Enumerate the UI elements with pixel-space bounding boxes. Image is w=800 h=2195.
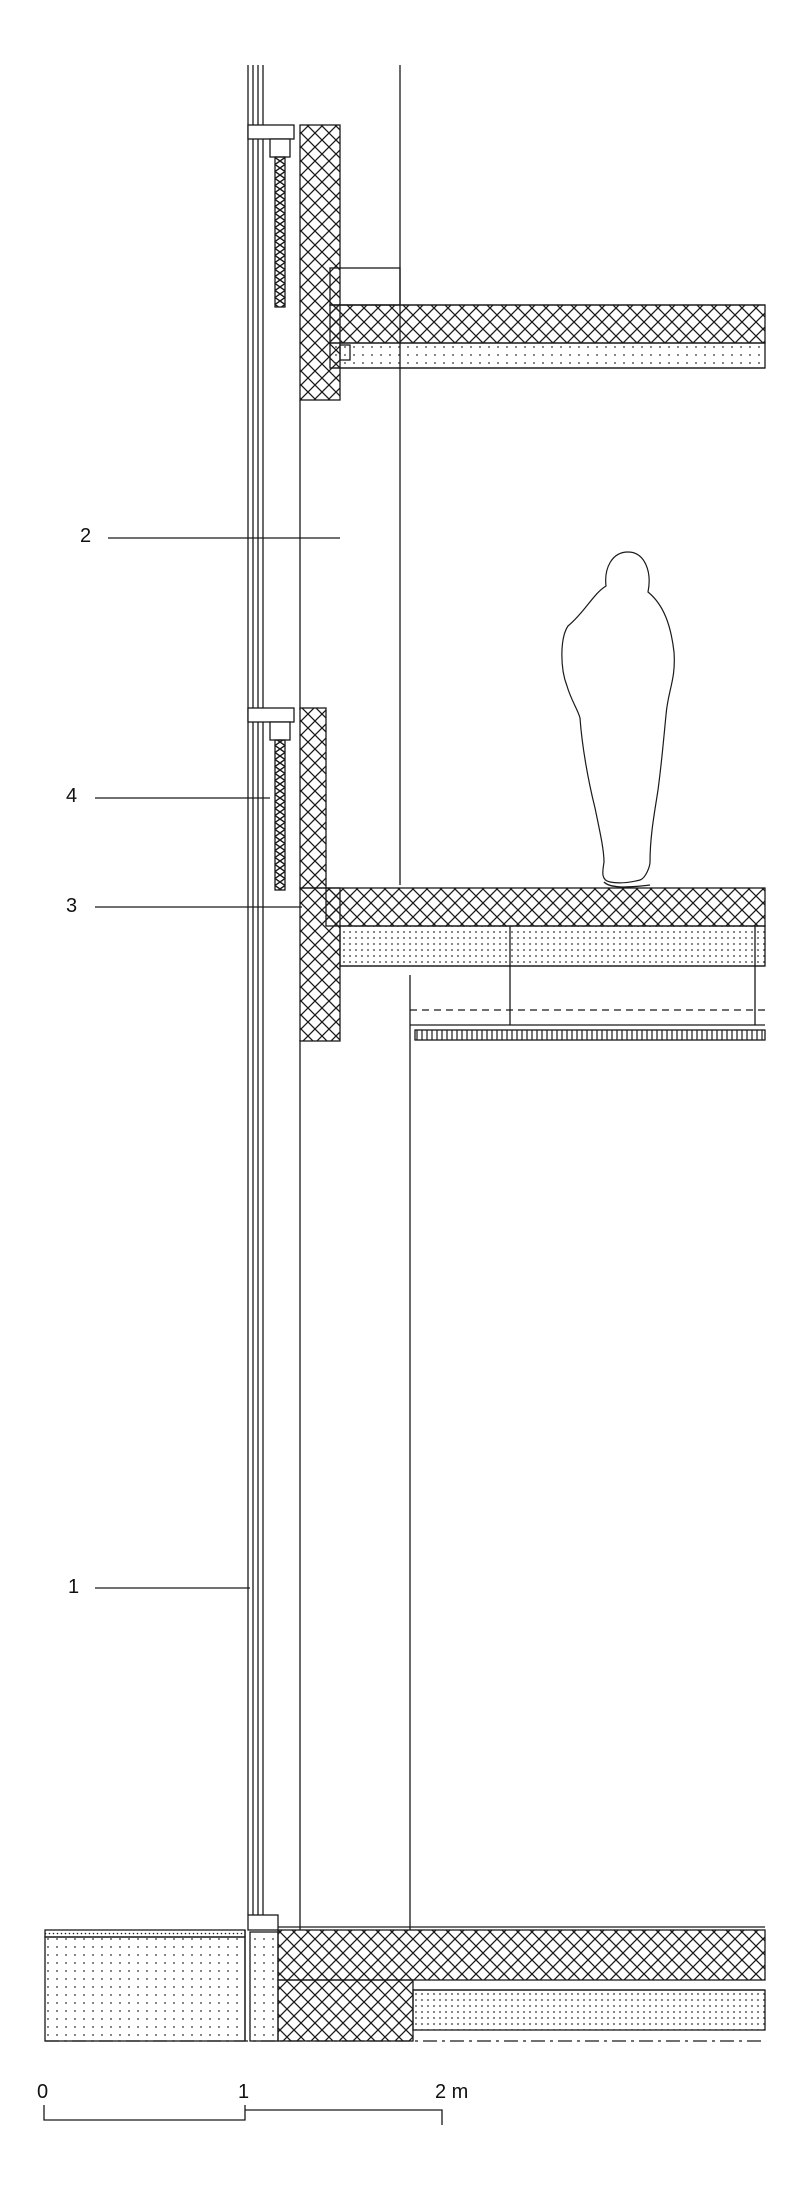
scale-bar: [43, 2105, 443, 2125]
scale-tick-0: 0: [37, 2081, 49, 2103]
callout-label-1: 1: [68, 1576, 80, 1598]
scale-tick-1: 1: [238, 2081, 250, 2103]
middle-slab: [299, 707, 766, 1042]
callout-leaders: [95, 537, 340, 1589]
callout-label-2: 2: [80, 525, 92, 547]
callout-label-3: 3: [66, 895, 78, 917]
human-figure-icon: [561, 551, 675, 884]
scale-tick-2: 2 m: [435, 2081, 469, 2103]
ground-slab: [44, 1914, 766, 2042]
upper-slab: [299, 124, 766, 401]
glass-facade: [247, 65, 264, 1915]
upper-bracket: [247, 124, 295, 308]
middle-bracket: [247, 707, 295, 891]
cavity-lines: [299, 65, 411, 1930]
callout-label-4: 4: [66, 785, 78, 807]
